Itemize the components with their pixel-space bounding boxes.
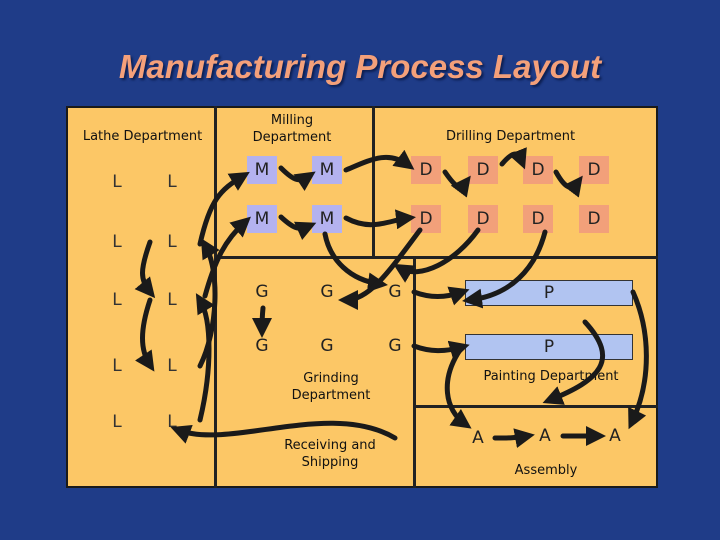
milling-machine: M	[312, 205, 342, 233]
drilling-machine: D	[411, 156, 441, 184]
grinding-machine: G	[388, 282, 402, 302]
grinding-machine: G	[320, 282, 334, 302]
page-title: Manufacturing Process Layout	[118, 48, 602, 85]
lathe-machine: L	[112, 356, 122, 376]
grinding-machine: G	[255, 282, 269, 302]
label-grinding-department: Grinding Department	[283, 370, 379, 404]
label-milling-department: Milling Department	[236, 112, 348, 146]
grinding-machine: G	[320, 336, 334, 356]
drilling-machine: D	[523, 205, 553, 233]
drilling-machine: D	[468, 156, 498, 184]
lathe-machine: L	[112, 412, 122, 432]
drilling-machine: D	[468, 205, 498, 233]
lathe-machine: L	[112, 290, 122, 310]
drilling-machine: D	[411, 205, 441, 233]
lathe-machine: L	[167, 412, 177, 432]
label-grinding-text: Grinding Department	[291, 371, 371, 403]
wall-grinding-painting	[413, 256, 416, 488]
wall-upper-horizontal	[214, 256, 658, 259]
painting-machine: P	[465, 280, 633, 306]
label-receiving-text: Receiving and Shipping	[284, 438, 376, 470]
assembly-station: A	[609, 426, 621, 446]
assembly-station: A	[472, 428, 484, 448]
milling-machine: M	[247, 156, 277, 184]
drilling-machine: D	[579, 156, 609, 184]
grinding-machine: G	[388, 336, 402, 356]
assembly-station: A	[539, 426, 551, 446]
lathe-machine: L	[167, 232, 177, 252]
painting-machine: P	[465, 334, 633, 360]
grinding-machine: G	[255, 336, 269, 356]
lathe-machine: L	[167, 290, 177, 310]
lathe-machine: L	[112, 172, 122, 192]
lathe-machine: L	[112, 232, 122, 252]
drilling-machine: D	[579, 205, 609, 233]
label-assembly: Assembly	[514, 463, 578, 478]
milling-machine: M	[247, 205, 277, 233]
label-receiving-shipping: Receiving and Shipping	[280, 437, 380, 471]
lathe-machine: L	[167, 172, 177, 192]
wall-lathe-right	[214, 106, 217, 488]
wall-painting-assembly	[413, 405, 658, 408]
label-drilling-department: Drilling Department	[445, 129, 576, 144]
label-lathe-department: Lathe Department	[82, 129, 203, 144]
drilling-machine: D	[523, 156, 553, 184]
label-milling-text: Milling Department	[252, 113, 332, 145]
milling-machine: M	[312, 156, 342, 184]
lathe-machine: L	[167, 356, 177, 376]
label-painting-department: Painting Department	[483, 369, 619, 384]
wall-milling-drilling	[372, 106, 375, 258]
